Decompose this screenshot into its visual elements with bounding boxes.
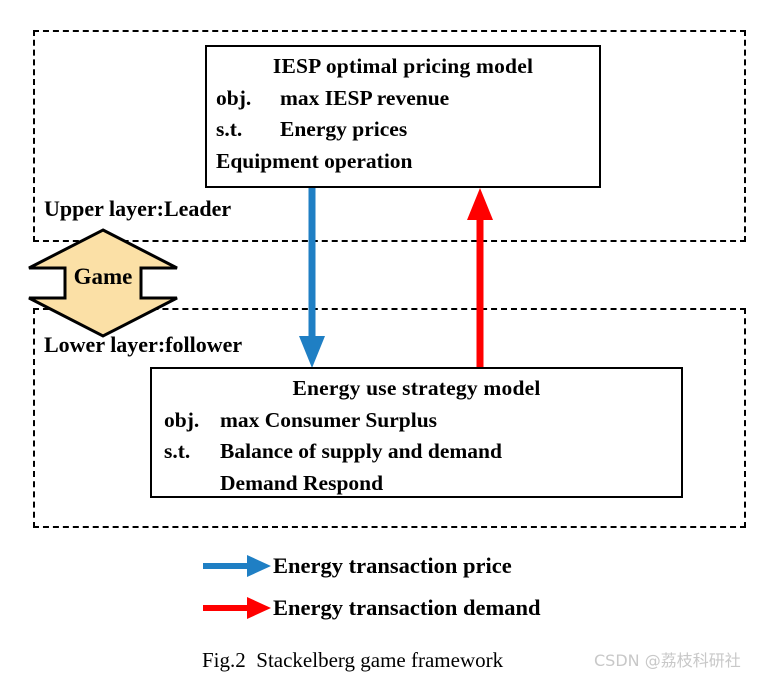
legend-price-label: Energy transaction price — [273, 552, 512, 578]
upper-layer-container — [33, 30, 746, 242]
energy-transaction-price-arrow — [299, 186, 325, 368]
lower-model-title: Energy use strategy model — [292, 376, 541, 400]
upper-model-st-value-1: Energy prices — [280, 117, 408, 141]
lower-model-obj-key: obj. — [164, 407, 200, 432]
csdn-watermark: CSDN @荔枝科研社 — [594, 651, 741, 670]
legend-item-demand: Energy transaction demand — [203, 595, 541, 621]
lower-model-st-key: s.t. — [164, 439, 191, 463]
upper-model-st-value-2: Equipment operation — [216, 148, 413, 173]
upper-model-obj-value: max IESP revenue — [280, 85, 450, 110]
energy-transaction-demand-arrow — [467, 188, 493, 370]
legend-demand-arrow-icon — [203, 597, 271, 619]
iesp-optimal-pricing-model-box: IESP optimal pricing model obj. max IESP… — [205, 45, 601, 188]
upper-model-constraint-row-2: Equipment operation — [207, 148, 599, 173]
game-label: Game — [73, 264, 133, 289]
lower-model-st-value-1: Balance of supply and demand — [220, 439, 502, 463]
figure-caption: Fig.2 Stackelberg game framework — [202, 648, 504, 672]
upper-model-st-key: s.t. — [216, 117, 243, 141]
upper-layer-label: Upper layer:Leader — [44, 196, 232, 221]
lower-model-constraint-row-1: s.t. Balance of supply and demand — [152, 439, 681, 463]
upper-model-objective-row: obj. max IESP revenue — [207, 85, 599, 110]
lower-model-obj-value: max Consumer Surplus — [220, 407, 438, 432]
energy-use-strategy-model-box: Energy use strategy model obj. max Consu… — [150, 367, 683, 498]
lower-layer-label: Lower layer:follower — [44, 332, 243, 357]
legend-item-price: Energy transaction price — [203, 553, 512, 579]
upper-model-title: IESP optimal pricing model — [272, 54, 534, 78]
game-double-arrow-icon — [28, 228, 178, 338]
lower-layer-container — [33, 308, 746, 528]
lower-model-st-value-2: Demand Respond — [220, 470, 384, 495]
upper-model-constraint-row-1: s.t. Energy prices — [207, 117, 599, 141]
lower-model-objective-row: obj. max Consumer Surplus — [152, 407, 681, 432]
legend-price-arrow-icon — [203, 555, 271, 577]
upper-model-obj-key: obj. — [216, 85, 252, 110]
legend-demand-label: Energy transaction demand — [273, 594, 541, 620]
lower-model-constraint-row-2: Demand Respond — [152, 470, 681, 495]
